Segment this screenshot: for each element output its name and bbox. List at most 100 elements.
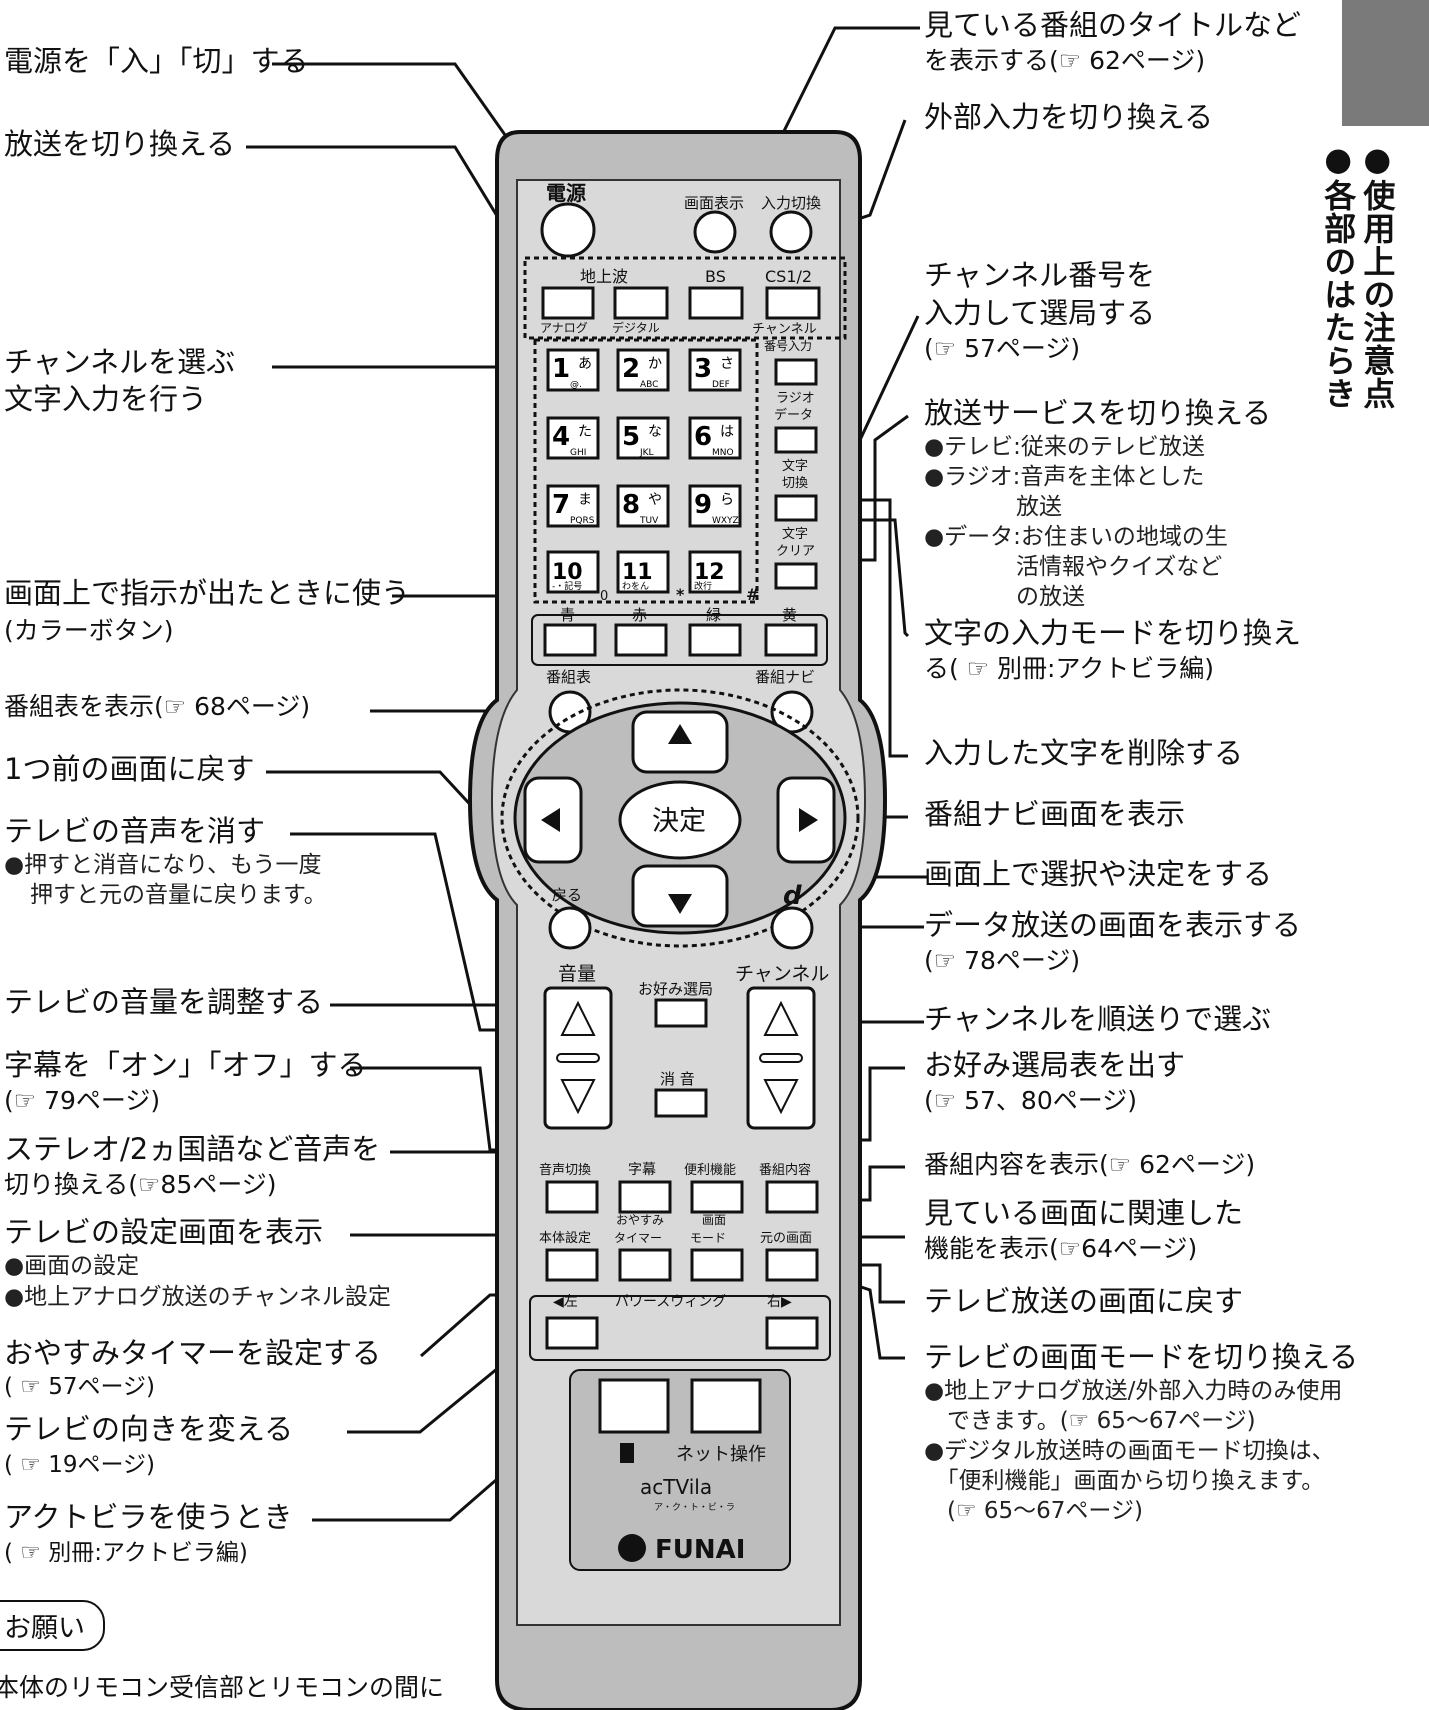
digit-kana-7: ま — [578, 492, 592, 508]
digital-button — [613, 286, 669, 320]
sleep-button — [618, 1248, 672, 1282]
label-screen-mode-item-1: ●地上アナログ放送/外部入力時のみ使用 — [924, 1378, 1343, 1404]
yellow-label: 黄 — [782, 606, 797, 624]
digit-number-12: 12 — [694, 560, 725, 585]
label-channel-select: チャンネルを選ぶ — [4, 345, 236, 379]
label-color-buttons: 画面上で指示が出たときに使う — [4, 576, 411, 610]
label-channel-updown: チャンネルを順送りで選ぶ — [924, 1002, 1272, 1036]
label-service-item-5: 活情報やクイズなど — [924, 554, 1223, 580]
label-setup: テレビの設定画面を表示 — [4, 1215, 324, 1249]
audio-label: 音声切換 — [539, 1162, 591, 1178]
analog-label: アナログ — [540, 321, 588, 335]
red-button — [614, 623, 668, 657]
digit-number-4: 4 — [552, 422, 570, 452]
left-arrow-icon — [541, 808, 560, 832]
section-title-line-2: ●使用上の注意点 — [1358, 140, 1397, 410]
char-clear-label-1: 文字 — [782, 527, 808, 542]
digit-letters-12: 改行 — [694, 580, 712, 592]
power-label: 電源 — [546, 181, 586, 205]
digit-letters-1: @. — [570, 380, 582, 390]
char-clear-button — [774, 562, 818, 590]
digit-key-1 — [546, 348, 600, 392]
mute-label: 消 音 — [660, 1070, 695, 1088]
digital-label: デジタル — [612, 320, 660, 335]
label-char-clear: 入力した文字を削除する — [924, 736, 1244, 770]
section-tab — [1342, 0, 1429, 126]
digit-letters-5: JKL — [639, 448, 654, 458]
cs-label: CS1/2 — [765, 267, 812, 286]
swing-group-outline — [529, 1295, 831, 1361]
digit-number-9: 9 — [694, 490, 712, 520]
back-button — [548, 906, 592, 950]
broadcast-group-outline — [523, 256, 847, 340]
actvila-kana-label: ア・ク・ト・ビ・ラ — [654, 1502, 735, 1513]
char-clear-label-2: クリア — [776, 544, 815, 559]
label-channel-select-sub: 文字入力を行う — [4, 382, 208, 416]
digit-key-12 — [688, 550, 742, 594]
actvila-button-2 — [690, 1378, 762, 1434]
label-ch-input-2: 入力して選局する — [924, 296, 1156, 330]
digit-letters-4: GHI — [570, 448, 586, 458]
label-mute-sub2: 押すと元の音量に戻ります。 — [30, 882, 327, 908]
label-input: 外部入力を切り換える — [924, 100, 1214, 134]
digit-letters-2: ABC — [640, 380, 658, 390]
label-audio-sub: 切り換える(☞85ページ) — [4, 1170, 277, 1199]
label-screen-mode-item-3: ●デジタル放送時の画面モード切換は、 — [924, 1438, 1335, 1464]
ch-input-label-2: 番号入力 — [764, 339, 812, 353]
label-favorite-sub: (☞ 57、80ページ) — [924, 1086, 1137, 1115]
net-label: ネット操作 — [676, 1444, 766, 1465]
ch-input-label-1: チャンネル — [752, 322, 817, 337]
label-ch-input-sub: (☞ 57ページ) — [924, 334, 1081, 363]
label-navi: 番組ナビ画面を表示 — [924, 797, 1186, 831]
volume-up-icon — [560, 1000, 596, 1036]
label-color-buttons-sub: (カラーボタン) — [4, 616, 174, 645]
digit-key-6 — [688, 416, 742, 460]
green-label: 緑 — [706, 606, 721, 624]
guide-label: 番組表 — [546, 668, 591, 686]
digit-kana-3: さ — [720, 356, 734, 372]
digit-letters-8: TUV — [639, 516, 659, 526]
net-icon — [620, 1443, 634, 1463]
digit-number-7: 7 — [552, 490, 570, 520]
sleep-label-1: おやすみ — [616, 1213, 664, 1227]
label-char-mode-2: る( ☞ 別冊:アクトビラ編) — [924, 654, 1214, 683]
label-data: データ放送の画面を表示する — [924, 908, 1302, 942]
label-screen-mode-item-2: できます。(☞ 65〜67ページ) — [924, 1408, 1256, 1434]
char-switch-label-2: 切換 — [782, 476, 808, 491]
label-sleep: おやすみタイマーを設定する — [4, 1336, 382, 1370]
right-arrow-icon — [799, 808, 818, 832]
label-mute: テレビの音声を消す — [4, 814, 266, 848]
program-info-button — [765, 1180, 819, 1214]
label-screen-mode-item-4: 「便利機能」画面から切り換えます。 — [924, 1468, 1325, 1494]
swing-right-label: 右▶ — [767, 1294, 792, 1310]
digit-kana-1: あ — [578, 356, 592, 372]
label-setup-sub1: ●画面の設定 — [4, 1253, 140, 1279]
digit-kana-4: た — [578, 424, 592, 440]
digit-key-2 — [616, 348, 670, 392]
notice-title: お願い — [0, 1600, 105, 1651]
hash-label: # — [746, 585, 759, 604]
digit-key-7 — [546, 484, 600, 528]
digit-key-8 — [616, 484, 670, 528]
digit-kana-6: は — [720, 424, 734, 440]
dpad-outline — [500, 688, 860, 948]
blue-label: 青 — [560, 606, 575, 624]
label-char-mode: 文字の入力モードを切り換え — [924, 616, 1302, 650]
remote-labels: 電源 画面表示 入力切換 地上波 アナログ デジタル BS CS1/2 チャンネ… — [539, 181, 829, 1565]
original-screen-button — [765, 1248, 819, 1282]
digit-number-5: 5 — [622, 422, 640, 452]
digit-group-outline — [533, 338, 759, 604]
up-arrow-icon — [668, 724, 692, 744]
audio-button — [545, 1180, 599, 1214]
digit-key-5 — [616, 416, 670, 460]
sleep-label-2: タイマー — [614, 1231, 662, 1245]
zero-label: 0 — [600, 589, 608, 604]
display-label: 画面表示 — [684, 194, 744, 212]
mute-button — [654, 1088, 708, 1118]
section-title-line-1: ●各部のはたらき — [1319, 140, 1358, 410]
input-label: 入力切換 — [761, 194, 821, 212]
brand-logo-icon — [618, 1534, 646, 1562]
digit-letters-7: PQRS — [570, 516, 595, 526]
setup-button — [545, 1248, 599, 1282]
label-broadcast: 放送を切り換える — [4, 127, 236, 161]
